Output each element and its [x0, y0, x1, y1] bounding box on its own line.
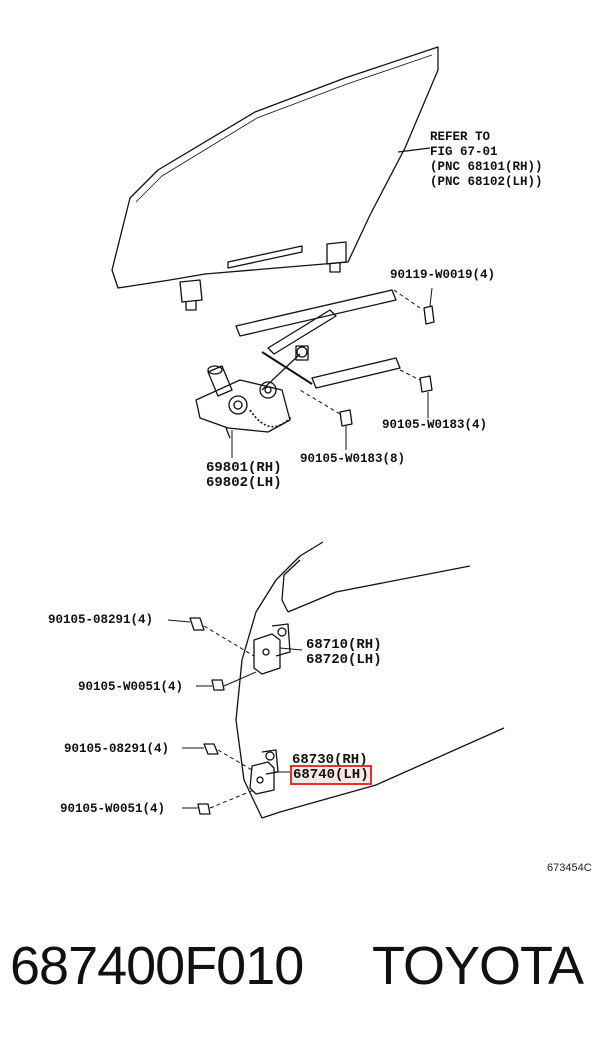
label-lower-hinge-lh-highlighted[interactable]: 68740(LH) [290, 765, 372, 785]
label-bolt-upper[interactable]: 90119-W0019(4) [390, 268, 496, 282]
footer-brand: TOYOTA [372, 936, 584, 996]
door-body [235, 541, 505, 819]
bolt-icons-hinge [189, 617, 225, 815]
refer-note-line-2: FIG 67-01 [430, 145, 498, 159]
refer-note-line-3: (PNC 68101(RH)) [430, 160, 543, 174]
label-bolt-right[interactable]: 90105-W0183(4) [382, 418, 488, 432]
window-regulator [195, 289, 401, 439]
refer-note-line-4: (PNC 68102(LH)) [430, 175, 543, 189]
upper-hinge [253, 623, 291, 675]
label-regulator-rh[interactable]: 69801(RH) [206, 460, 282, 476]
figure-number: 673454C [547, 862, 592, 874]
bolt-icons-regulator [339, 305, 435, 427]
label-lower-bolt-a[interactable]: 90105-08291(4) [64, 742, 170, 756]
regulator-leaders [231, 287, 433, 458]
label-upper-bolt-b[interactable]: 90105-W0051(4) [78, 680, 184, 694]
label-upper-hinge-rh[interactable]: 68710(RH) [306, 637, 382, 653]
refer-note-line-1: REFER TO [430, 130, 491, 144]
lower-hinge [249, 749, 279, 795]
label-upper-bolt-a[interactable]: 90105-08291(4) [48, 613, 154, 627]
label-lower-bolt-b[interactable]: 90105-W0051(4) [60, 802, 166, 816]
label-regulator-lh[interactable]: 69802(LH) [206, 475, 282, 491]
label-upper-hinge-lh[interactable]: 68720(LH) [306, 652, 382, 668]
door-glass [111, 46, 439, 311]
label-bolt-center[interactable]: 90105-W0183(8) [300, 452, 406, 466]
hinge-leaders [167, 619, 303, 809]
footer-part-number: 687400F010 [10, 936, 304, 996]
label-lower-hinge-rh[interactable]: 68730(RH) [292, 752, 368, 768]
note-leader [397, 147, 431, 153]
